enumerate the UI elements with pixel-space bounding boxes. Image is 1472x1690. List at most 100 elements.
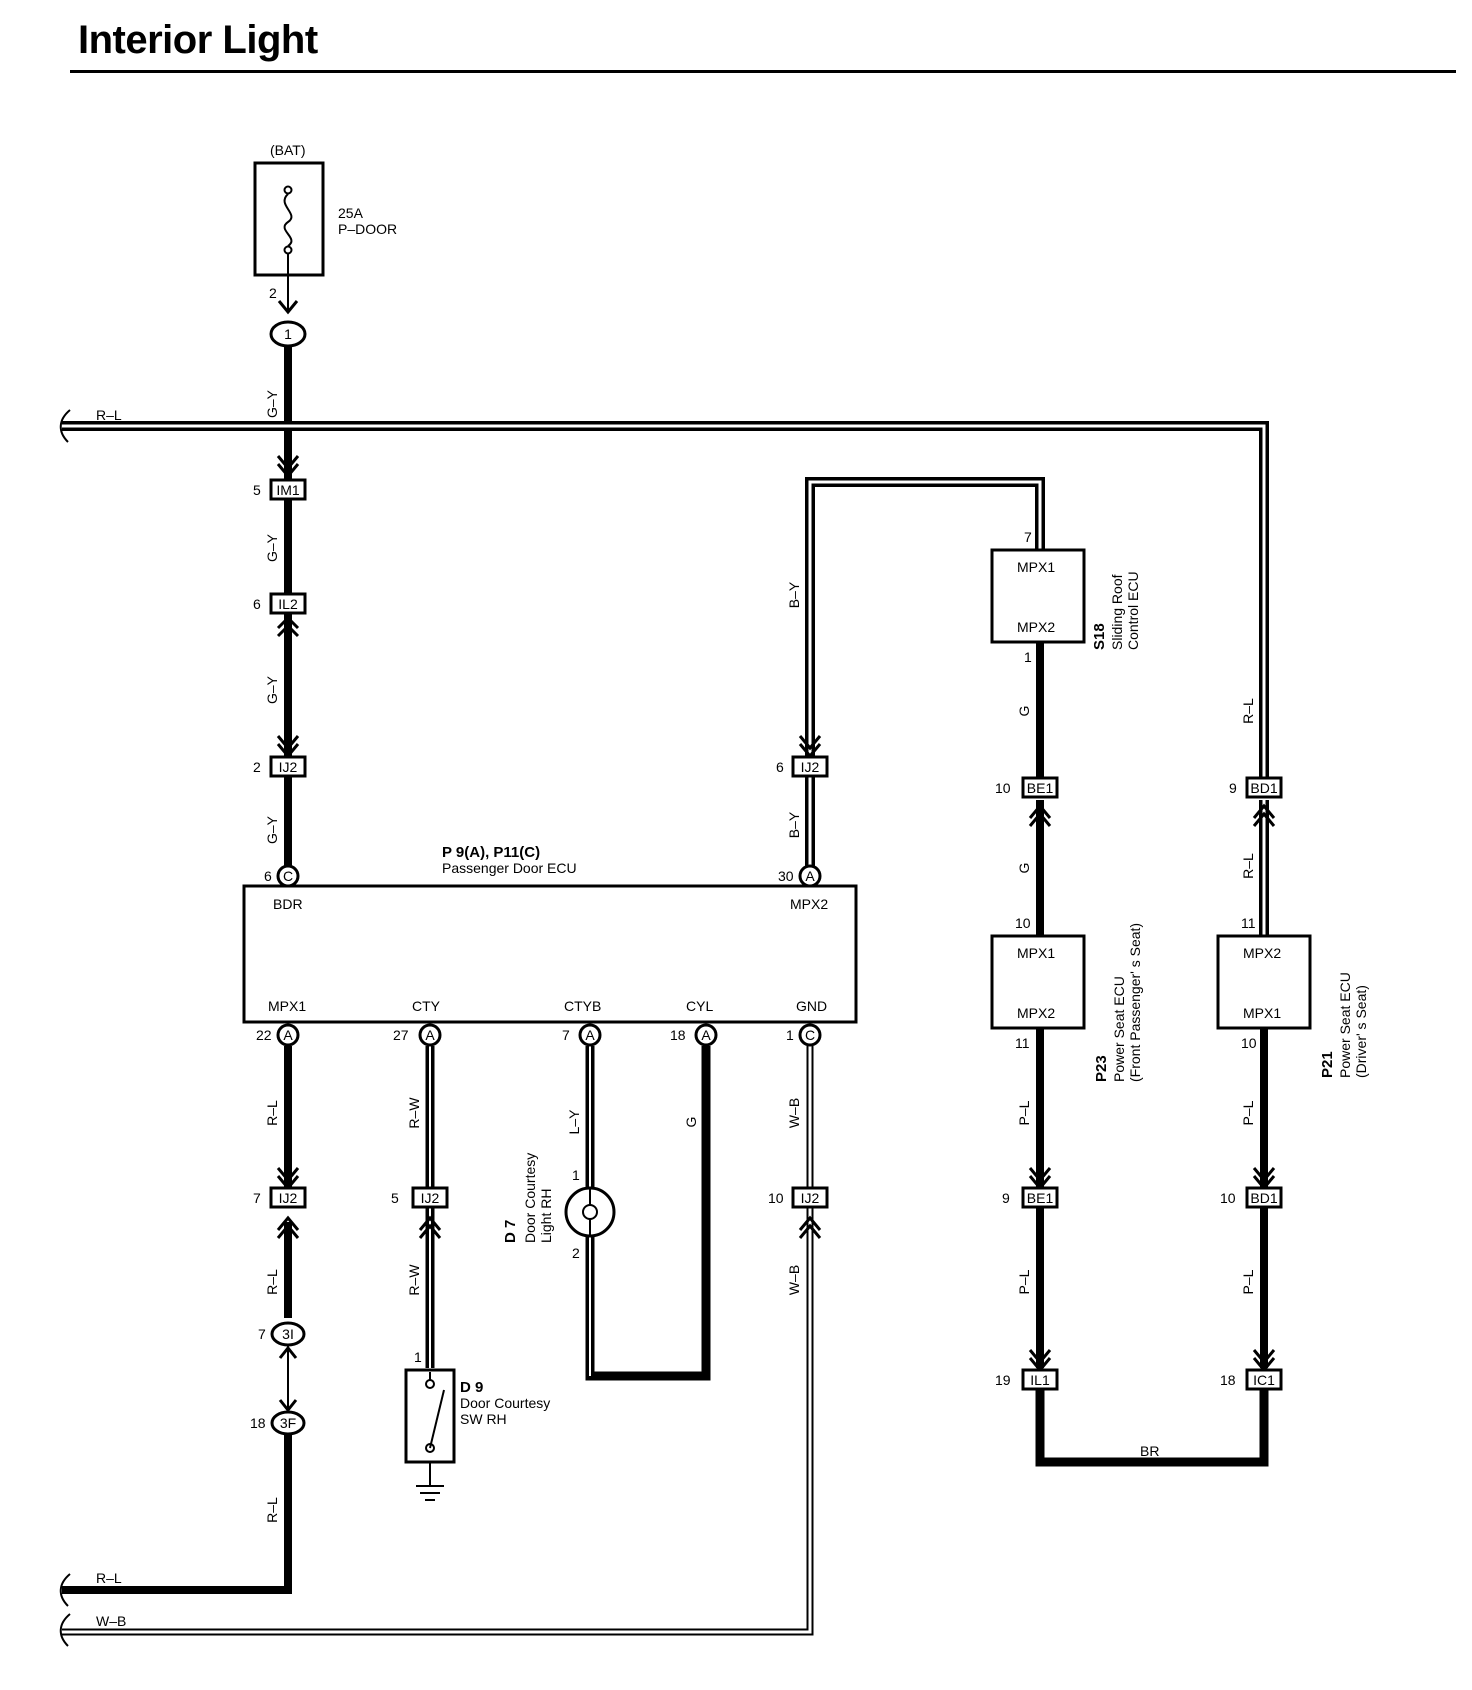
ecu-pin-cyl: A 18 [670, 1023, 718, 1047]
page-title: Interior Light [78, 18, 318, 62]
wire-label-rw-2: R–W [406, 1264, 422, 1296]
ecu-p21-pin-top: 11 [1241, 915, 1256, 931]
ecu-p21-code: P21 [1319, 1051, 1336, 1078]
ecu-p21: MPX2 MPX1 11 10 P21 Power Seat ECU (Driv… [1216, 915, 1369, 1078]
ecu-pin-ctyb: A 7 [562, 1023, 602, 1047]
ecu-p23-name-2: (Front Passenger' s Seat) [1127, 923, 1143, 1082]
ecu-term-cyl: CYL [686, 998, 713, 1014]
ecu-passenger-door: P 9(A), P11(C) Passenger Door ECU BDR MP… [242, 844, 858, 1024]
connector-be1-low-label: BE1 [1027, 1190, 1054, 1206]
fuse-source-label: (BAT) [270, 142, 306, 158]
junction-1-label: 1 [284, 326, 292, 342]
connector-ij2-low-2-pin: 5 [391, 1190, 399, 1206]
title-rule [70, 70, 1456, 73]
connector-ij2-low-1-pin: 7 [253, 1190, 261, 1206]
wire-rl-mpx1 [62, 1046, 292, 1594]
connector-il2-pin: 6 [253, 596, 261, 612]
wire-label-gy-2: G–Y [264, 533, 280, 562]
svg-text:C: C [805, 1027, 815, 1043]
connector-im1: IM1 5 [253, 478, 307, 501]
wire-label-g-1: G [1016, 706, 1032, 717]
wire-label-pl-2: P–L [1240, 1100, 1256, 1125]
junction-3f-label: 3F [280, 1415, 296, 1431]
wire-label-gy-4: G–Y [264, 815, 280, 844]
ecu-pin-bdr: C 6 [264, 864, 300, 888]
connector-im1-label: IM1 [276, 482, 300, 498]
ecu-p21-pin-bottom: 10 [1241, 1035, 1257, 1051]
wire-label-rl-bottom: R–L [96, 1570, 122, 1586]
ecu-p23: MPX1 MPX2 10 11 P23 Power Seat ECU (Fron… [990, 915, 1143, 1082]
connector-il1: IL1 19 [995, 1368, 1059, 1391]
wire-rl-top-bus: R–L [59, 407, 1269, 778]
svg-text:A: A [283, 1027, 293, 1043]
connector-il1-pin: 19 [995, 1372, 1011, 1388]
ecu-term-bdr: BDR [273, 896, 303, 912]
ecu-p21-t2: MPX1 [1243, 1005, 1281, 1021]
fuse-icon [283, 185, 293, 255]
ecu-pin-ctyb-num: 7 [562, 1027, 570, 1043]
ecu-passenger-door-box [242, 884, 858, 1024]
wire-label-g-2: G [1016, 863, 1032, 874]
ecu-pin-cty: A 27 [393, 1023, 442, 1047]
wire-label-gy-3: G–Y [264, 675, 280, 704]
ecu-p23-pin-bottom: 11 [1015, 1035, 1030, 1051]
connector-il2-label: IL2 [278, 596, 298, 612]
connector-ij2-top-right-pin: 6 [776, 759, 784, 775]
bottom-bus-breaks [59, 1573, 71, 1647]
wire-label-gy-1: G–Y [264, 389, 280, 418]
svg-text:A: A [585, 1027, 595, 1043]
connector-ij2-low-2: IJ2 5 [391, 1186, 449, 1209]
connector-bd1-low: BD1 10 [1220, 1186, 1283, 1209]
junction-3i-label: 3I [282, 1326, 294, 1342]
arrow-ij2-low-1-up [276, 1215, 300, 1239]
connector-ij2-low-1: IJ2 7 [253, 1186, 307, 1209]
wire-label-pl-4: P–L [1240, 1269, 1256, 1294]
junction-3i-pin: 7 [258, 1326, 266, 1342]
ecu-term-ctyb: CTYB [564, 998, 601, 1014]
wire-label-by-2: B–Y [786, 811, 802, 838]
arrow-im1 [276, 455, 300, 479]
arrow-il2 [276, 615, 300, 638]
ecu-s18-name-1: Sliding Roof [1109, 574, 1125, 650]
connector-be1-low-pin: 9 [1002, 1190, 1010, 1206]
fuse-pin: 2 [269, 285, 277, 301]
wire-label-rl-2: R–L [264, 1269, 280, 1295]
lamp-d7-name-2: Light RH [538, 1189, 554, 1243]
ecu-pin-gnd: C 1 [786, 1023, 822, 1047]
ecu-passenger-door-name: Passenger Door ECU [442, 860, 577, 876]
lamp-d7-pin1: 1 [572, 1167, 580, 1183]
connector-im1-pin: 5 [253, 482, 261, 498]
ecu-p23-pin-top: 10 [1015, 915, 1031, 931]
ecu-s18-pin-top: 7 [1024, 529, 1032, 545]
connector-be1-low: BE1 9 [1002, 1186, 1059, 1209]
wire-label-wb-1: W–B [786, 1098, 802, 1128]
lamp-d7-code: D 7 [502, 1220, 519, 1243]
wire-pl-br-loop [1035, 1028, 1269, 1467]
ecu-p23-name-1: Power Seat ECU [1111, 976, 1127, 1082]
connector-ij2-low-1-label: IJ2 [279, 1190, 298, 1206]
connector-ic1: IC1 18 [1220, 1368, 1283, 1391]
arrow-bd1-top [1252, 803, 1276, 827]
ecu-pin-mpx1-num: 22 [256, 1027, 272, 1043]
arrow-3i [278, 1345, 298, 1359]
ground-icon [416, 1462, 444, 1501]
ecu-pin-bdr-num: 6 [264, 868, 272, 884]
arrow-ij2-low-3 [798, 1215, 822, 1239]
lamp-d7: 1 2 D 7 Door Courtesy Light RH [502, 1153, 616, 1261]
fuse-block: (BAT) 25A P–DOOR 2 [253, 142, 397, 301]
ecu-pin-gnd-num: 1 [786, 1027, 794, 1043]
ecu-pin-mpx1: A 22 [256, 1023, 300, 1047]
wire-by [805, 477, 1045, 872]
connector-ij2-top-left-pin: 2 [253, 759, 261, 775]
ecu-term-mpx1: MPX1 [268, 998, 306, 1014]
connector-bd1-low-pin: 10 [1220, 1190, 1236, 1206]
junction-3i: 3I 7 [258, 1321, 306, 1347]
wire-label-pl-1: P–L [1016, 1100, 1032, 1125]
wire-label-rl-right-1: R–L [1240, 698, 1256, 724]
switch-d9-pin: 1 [414, 1349, 422, 1365]
ecu-s18-pin-bottom: 1 [1024, 649, 1032, 665]
wire-label-br: BR [1140, 1443, 1159, 1459]
ecu-s18-t2: MPX2 [1017, 619, 1055, 635]
wire-wb [62, 1046, 814, 1636]
ecu-s18-t1: MPX1 [1017, 559, 1055, 575]
